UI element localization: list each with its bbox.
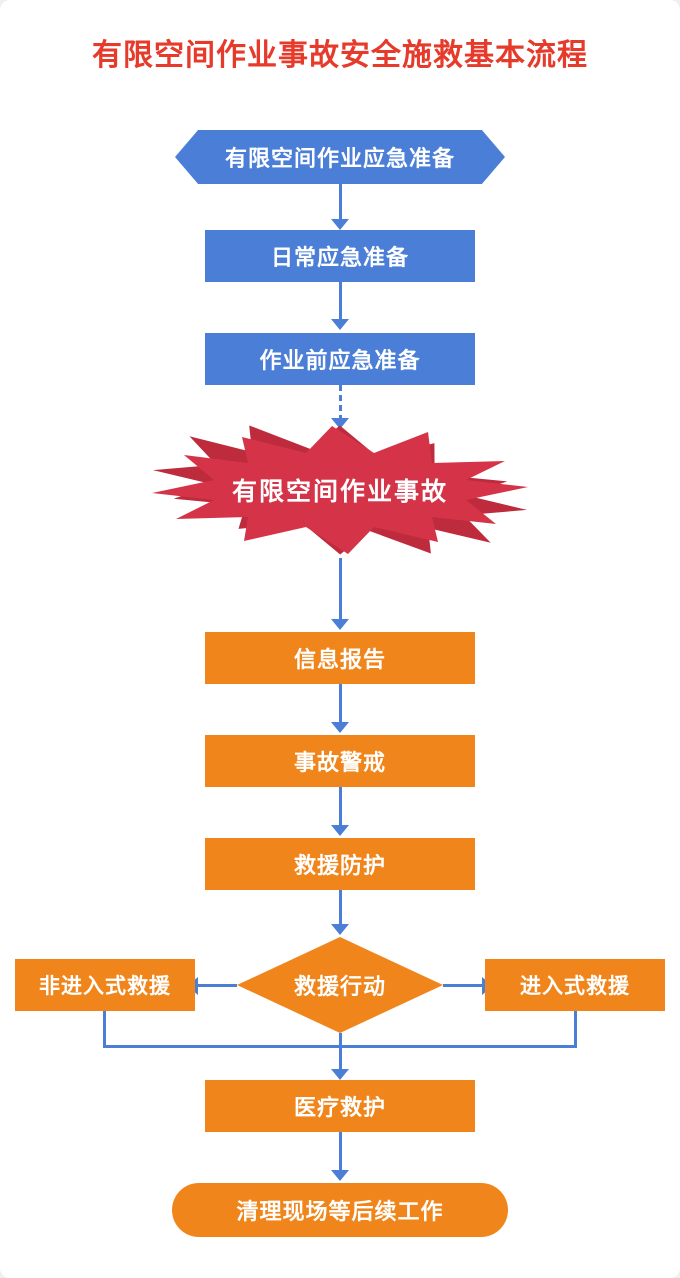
arrow-shaft [338, 282, 342, 322]
node-rescue-protection: 救援防护 [205, 838, 475, 890]
node-cleanup-followup: 清理现场等后续工作 [172, 1183, 508, 1237]
arrow-shaft [338, 385, 342, 421]
node-label: 日常应急准备 [270, 245, 409, 270]
arrow-down [330, 684, 350, 733]
arrow-right [443, 976, 493, 995]
connector-line-right [574, 1011, 577, 1048]
node-label: 事故警戒 [293, 750, 386, 775]
node-label: 救援防护 [293, 853, 386, 878]
arrow-shaft [338, 684, 342, 725]
page-title: 有限空间作业事故安全施救基本流程 [92, 39, 588, 72]
arrow-down [330, 787, 350, 836]
arrow-shaft [338, 558, 342, 622]
node-daily-preparation: 日常应急准备 [205, 230, 475, 282]
node-accident-burst: 有限空间作业事故 [150, 425, 530, 555]
node-entry-rescue: 进入式救援 [485, 959, 665, 1011]
node-prework-preparation: 作业前应急准备 [205, 333, 475, 385]
arrow-down [330, 1132, 350, 1181]
arrow-left [187, 976, 237, 995]
arrow-down [330, 282, 350, 330]
arrow-head [331, 825, 349, 836]
arrow-shaft [338, 184, 342, 222]
burst-icon [152, 425, 528, 555]
connector-line-left [103, 1011, 106, 1048]
arrow-dashed-down [330, 385, 350, 429]
node-label: 有限空间作业应急准备 [224, 146, 455, 171]
node-label: 进入式救援 [520, 975, 630, 998]
arrow-shaft [338, 890, 342, 927]
arrow-head [331, 722, 349, 733]
arrow-head [331, 1170, 349, 1181]
arrow-shaft [338, 787, 342, 828]
arrow-head [331, 418, 349, 429]
node-label: 救援行动 [293, 974, 386, 999]
node-information-report: 信息报告 [205, 632, 475, 684]
arrow-down [330, 890, 350, 935]
node-rescue-action-decision: 救援行动 [237, 937, 443, 1033]
node-label: 非进入式救援 [39, 975, 171, 998]
node-accident-alert: 事故警戒 [205, 735, 475, 787]
burst-shape-front [152, 426, 528, 554]
arrow-head [331, 319, 349, 330]
node-label: 信息报告 [293, 647, 386, 672]
arrow-shaft [338, 1132, 342, 1173]
node-non-entry-rescue: 非进入式救援 [15, 959, 195, 1011]
node-medical-rescue: 医疗救护 [205, 1080, 475, 1132]
node-label: 有限空间作业事故 [231, 478, 448, 506]
arrow-shaft [338, 1033, 342, 1072]
arrow-head [331, 219, 349, 230]
arrow-head [331, 924, 349, 935]
arrow-down [330, 558, 350, 630]
node-emergency-preparation: 有限空间作业应急准备 [175, 130, 505, 184]
arrow-head [331, 619, 349, 630]
arrow-down [330, 184, 350, 230]
node-label: 清理现场等后续工作 [236, 1199, 444, 1224]
node-label: 医疗救护 [293, 1095, 386, 1120]
arrow-head [331, 1069, 349, 1080]
node-label: 作业前应急准备 [259, 348, 421, 373]
arrow-down [330, 1033, 350, 1080]
